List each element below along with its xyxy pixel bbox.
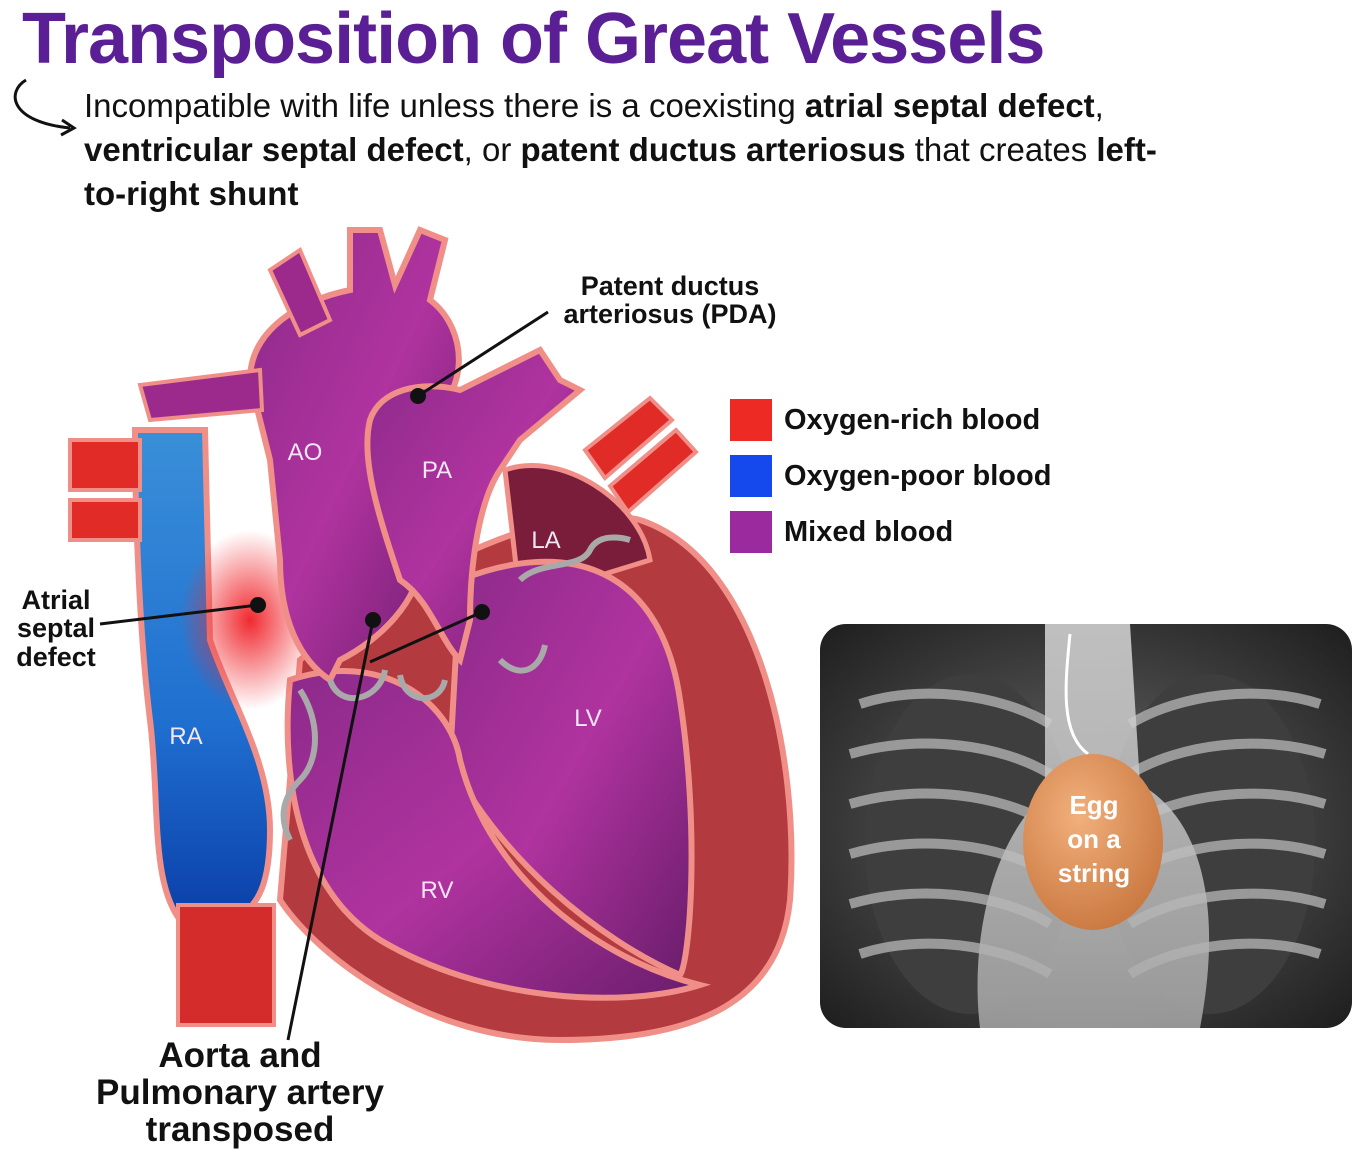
aortic-upper-branch <box>267 247 333 338</box>
subtitle-bold-shunt: left-to-right shunt <box>84 131 1157 212</box>
egg-icon <box>1023 754 1163 930</box>
label-pa: PA <box>422 457 452 484</box>
egg-on-a-string-label: Egg on a string <box>1057 790 1131 888</box>
label-lv: LV <box>574 705 602 732</box>
subtitle-bold-vsd: ventricular septal defect <box>84 131 464 168</box>
aortic-arch-branch <box>137 367 265 423</box>
page-title: Transposition of Great Vessels <box>22 0 1045 79</box>
legend-item-oxygen-rich: Oxygen-rich blood <box>730 392 1051 448</box>
valve-lines <box>280 534 631 842</box>
right-ventricle <box>284 668 712 1001</box>
subtitle: Incompatible with life unless there is a… <box>84 87 1157 212</box>
pulmonary-artery <box>364 346 586 666</box>
legend-item-oxygen-poor: Oxygen-poor blood <box>730 448 1051 504</box>
label-pda: Patent ductus arteriosus (PDA) <box>563 271 777 330</box>
chest-xray-image <box>820 624 1352 1028</box>
label-la: LA <box>531 527 560 554</box>
legend: Oxygen-rich blood Oxygen-poor blood Mixe… <box>730 392 1051 560</box>
legend-swatch <box>730 511 772 553</box>
label-atrial-septal-defect: Atrial septal defect <box>16 585 96 672</box>
heart-diagram: AO PA LA LV RA RV <box>68 226 795 1044</box>
pulmonary-veins-right <box>582 395 699 515</box>
egg-string <box>1064 633 1089 756</box>
legend-swatch <box>730 455 772 497</box>
label-transposed: Aorta and Pulmonary artery transposed <box>96 1036 384 1149</box>
label-ra: RA <box>169 723 202 750</box>
pulmonary-veins-left <box>68 438 142 542</box>
label-ao: AO <box>288 439 323 466</box>
subtitle-bold-pda: patent ductus arteriosus <box>520 131 906 168</box>
leader-dots <box>250 388 490 628</box>
legend-item-mixed: Mixed blood <box>730 504 1051 560</box>
subtitle-bold-asd: atrial septal defect <box>804 87 1095 124</box>
inferior-vena-cava <box>176 903 276 1027</box>
label-rv: RV <box>421 877 454 904</box>
leader-lines <box>99 310 549 1041</box>
legend-swatch <box>730 399 772 441</box>
curved-arrow-icon <box>13 78 77 137</box>
